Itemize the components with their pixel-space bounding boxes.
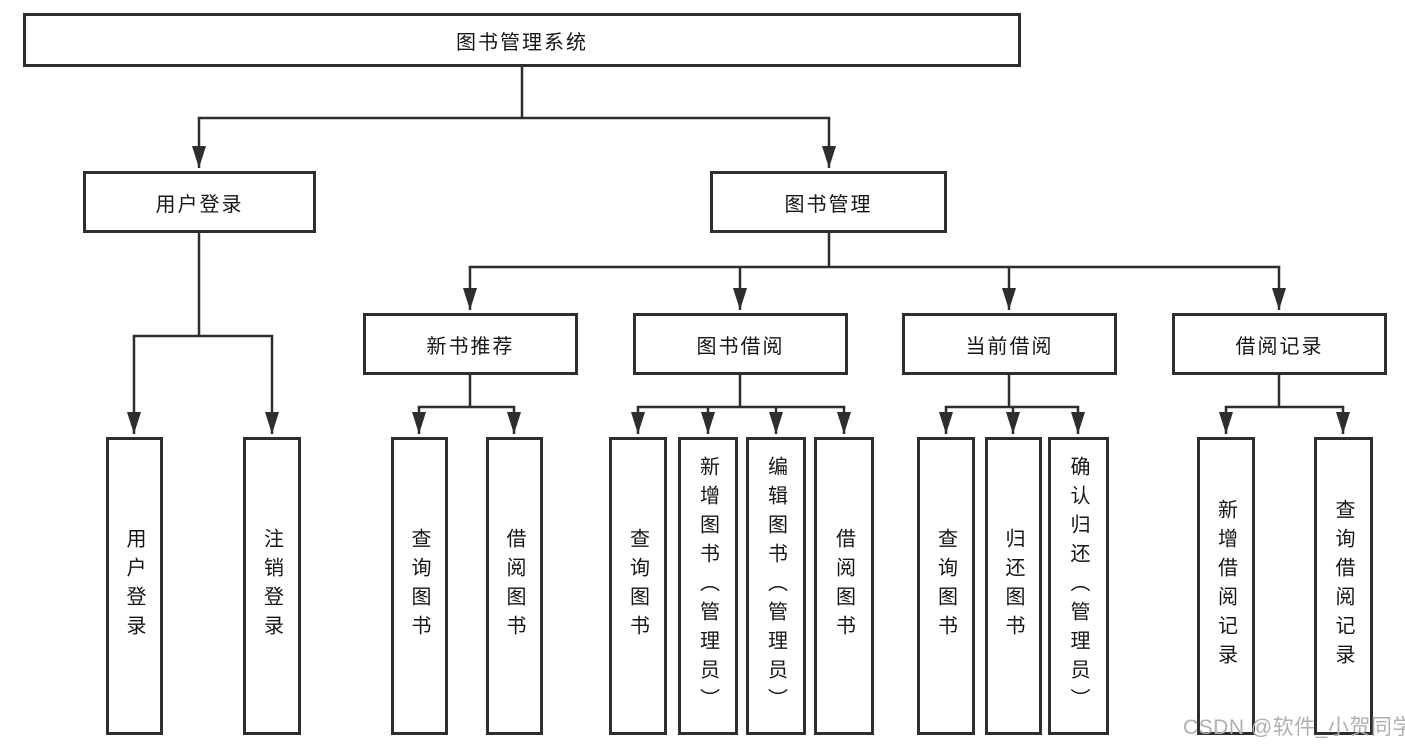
node-borrowing-records: 借阅记录 — [1172, 313, 1387, 375]
leaf-query-books-current: 查询图书 — [917, 437, 975, 735]
node-book-management: 图书管理 — [710, 171, 947, 233]
node-label: 注销登录 — [260, 528, 283, 644]
node-label: 确认归还（管理员） — [1067, 455, 1089, 717]
node-label: 查询图书 — [408, 528, 430, 644]
node-library-management-system: 图书管理系统 — [23, 13, 1021, 67]
node-label: 借阅图书 — [503, 528, 525, 644]
node-label: 用户登录 — [155, 193, 244, 216]
csdn-watermark: CSDN @软件_小贺同学 — [1183, 716, 1405, 739]
node-label: 当前借阅 — [965, 335, 1054, 358]
leaf-confirm-return-admin: 确认归还（管理员） — [1048, 437, 1109, 735]
node-user-login-group: 用户登录 — [83, 171, 316, 233]
node-label: 图书管理系统 — [456, 31, 588, 54]
node-label: 用户登录 — [123, 528, 145, 644]
node-book-borrowing: 图书借阅 — [633, 313, 848, 375]
node-label: 图书管理 — [784, 193, 873, 216]
node-label: 归还图书 — [1002, 528, 1024, 644]
leaf-add-books-admin: 新增图书（管理员） — [678, 437, 738, 735]
node-label: 查询图书 — [934, 528, 957, 644]
leaf-query-books-recommend: 查询图书 — [391, 437, 448, 735]
leaf-query-borrow-record: 查询借阅记录 — [1314, 437, 1373, 735]
leaf-add-borrow-record: 新增借阅记录 — [1197, 437, 1255, 735]
leaf-user-login: 用户登录 — [106, 437, 163, 735]
node-label: 新书推荐 — [426, 335, 515, 358]
node-label: 查询借阅记录 — [1332, 499, 1354, 673]
leaf-edit-books-admin: 编辑图书（管理员） — [746, 437, 806, 735]
node-label: 查询图书 — [626, 528, 649, 644]
leaf-borrow-books-recommend: 借阅图书 — [486, 437, 543, 735]
node-label: 图书借阅 — [696, 335, 785, 358]
node-label: 借阅记录 — [1235, 335, 1324, 358]
node-label: 新增借阅记录 — [1214, 499, 1237, 673]
leaf-query-books-borrowing: 查询图书 — [609, 437, 667, 735]
node-current-borrowing: 当前借阅 — [902, 313, 1117, 375]
leaf-borrow-books-borrowing: 借阅图书 — [814, 437, 874, 735]
node-label: 借阅图书 — [832, 528, 855, 644]
leaf-return-books: 归还图书 — [985, 437, 1042, 735]
node-label: 新增图书（管理员） — [696, 455, 719, 717]
node-new-book-recommendation: 新书推荐 — [363, 313, 578, 375]
node-label: 编辑图书（管理员） — [764, 455, 787, 717]
leaf-logout: 注销登录 — [243, 437, 301, 735]
